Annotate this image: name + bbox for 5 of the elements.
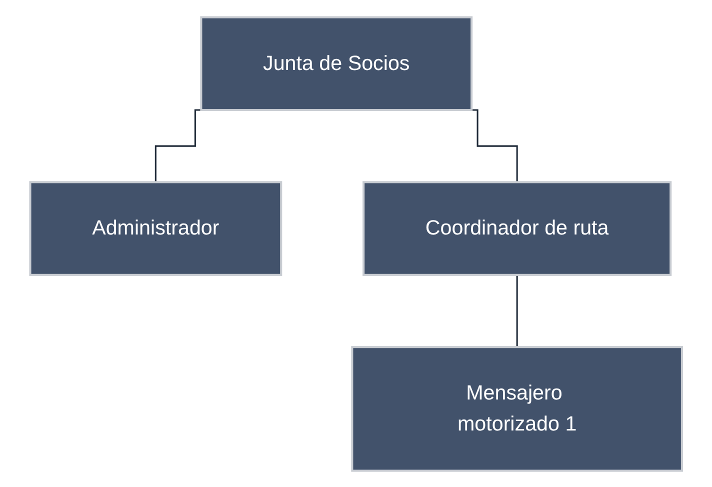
node-box: Coordinador de ruta bbox=[362, 180, 672, 276]
connector bbox=[516, 274, 518, 348]
node-box: Junta de Socios bbox=[200, 16, 472, 111]
node-box: Administrador bbox=[29, 180, 282, 276]
node-box: Mensajero motorizado 1 bbox=[351, 346, 683, 472]
